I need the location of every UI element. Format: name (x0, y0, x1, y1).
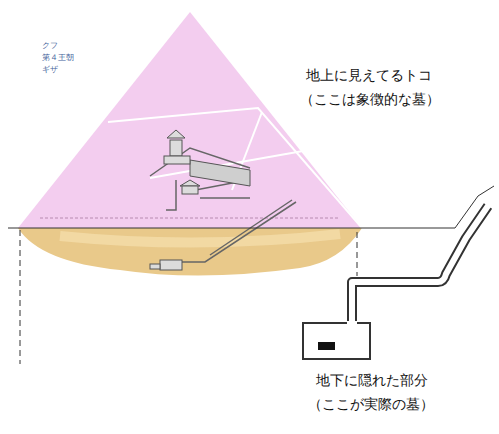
subterranean-chamber (150, 264, 160, 269)
note-below: （ここが実際の墓） (308, 396, 434, 414)
queens-chamber (180, 180, 200, 194)
note-above: （ここは象徴的な墓） (300, 91, 440, 109)
dynasty-note: 第４王朝 (42, 53, 74, 63)
dashed-line (357, 232, 358, 276)
heading-below: 地下に隠れた部分 (316, 372, 428, 390)
sand-shade (60, 234, 340, 243)
base-course (40, 218, 340, 219)
place-name: ギザ (42, 65, 58, 75)
pyramid-body (18, 12, 362, 228)
ground-line (8, 228, 430, 229)
subterranean-chamber (160, 260, 182, 270)
dashed-line (20, 230, 21, 364)
heading-above: 地上に見えてるトコ (306, 67, 432, 85)
kings-chamber (164, 130, 190, 164)
construction-lines (108, 108, 362, 228)
passages (150, 148, 296, 262)
sand-ground (18, 228, 362, 276)
pharaoh-name: クフ (42, 41, 58, 51)
grand-gallery (190, 160, 250, 186)
hidden-tomb (303, 203, 490, 359)
